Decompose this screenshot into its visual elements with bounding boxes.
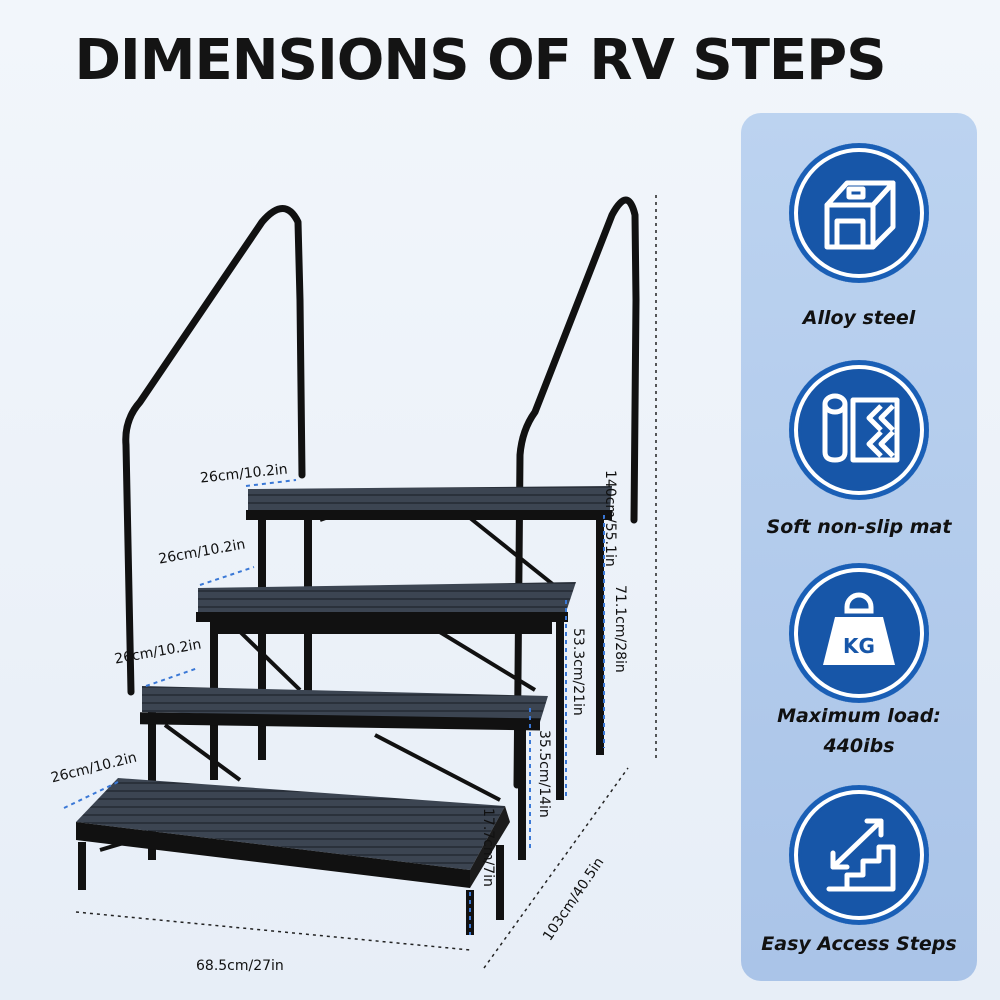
step3-height-label: 53.3cm/21in [570,628,586,716]
alloy-steel-profile-icon [789,143,929,283]
feature-label: Alloy steel [802,307,916,329]
rv-steps-illustration [63,195,657,969]
features-panel: Alloy steel Soft non-slip mat KG [741,113,977,981]
feature-label: Soft non-slip mat [766,516,952,538]
width-label: 68.5cm/27in [196,958,284,974]
non-slip-mat-roll-icon [789,360,929,500]
dimension-lines [63,479,605,935]
page-title: DIMENSIONS OF RV STEPS [74,28,886,93]
feature-label-line-2: 440ibs [823,735,895,757]
step-4-platform [246,486,612,520]
step2-height-label: 35.5cm/14in [536,730,552,818]
feature-label-line-1: Maximum load: [777,705,941,727]
step-1 [76,778,510,888]
platform-height-label: 71.1cm/28in [612,585,628,673]
step1-height-label: 17.7cm/7in [480,808,496,887]
easy-access-steps-icon [789,785,929,925]
right-handrail [513,196,640,789]
feature-label: Maximum load: 440ibs [741,701,977,761]
svg-text:KG: KG [843,634,875,658]
overall-dimension-lines [75,195,657,969]
total-height-label: 140cm/55.1in [602,470,618,567]
step-2 [140,686,548,731]
left-handrail [122,205,306,696]
kg-weight-icon: KG [789,563,929,703]
feature-label: Easy Access Steps [761,933,957,955]
step-3 [196,582,576,634]
